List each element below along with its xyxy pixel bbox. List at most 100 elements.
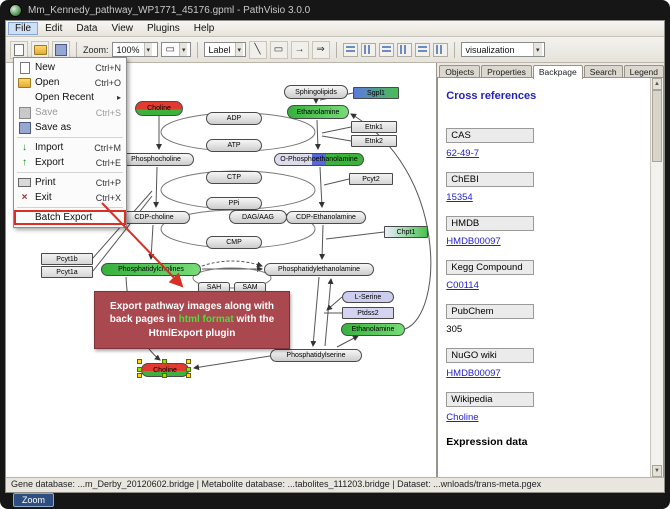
menu-edit[interactable]: Edit — [45, 23, 63, 34]
pathway-node[interactable]: PPi — [206, 197, 262, 210]
label-tool-select[interactable]: Label ▾ — [203, 42, 246, 57]
align-tool-button[interactable] — [396, 42, 412, 57]
datanode-select[interactable]: ▭ ▾ — [160, 42, 191, 57]
pathway-node[interactable]: L-Serine — [342, 291, 394, 303]
selection-handle[interactable] — [137, 373, 142, 378]
menu-view[interactable]: View — [111, 23, 133, 34]
scrollbar-thumb[interactable] — [652, 90, 662, 162]
scroll-down-icon[interactable]: ▼ — [652, 465, 662, 477]
connector-tool-button[interactable]: ⇒ — [311, 40, 330, 59]
menu-item-save[interactable]: Save Ctrl+S — [14, 105, 126, 120]
pathway-node[interactable]: Phosphatidylserine — [270, 349, 362, 362]
title-bar[interactable]: Mm_Kennedy_pathway_WP1771_45176.gpml - P… — [0, 0, 670, 20]
line-tool-button[interactable]: ╲ — [248, 40, 267, 59]
menu-item-print[interactable]: Print Ctrl+P — [14, 175, 126, 190]
new-file-icon — [18, 61, 31, 74]
selection-handle[interactable] — [162, 373, 167, 378]
pathway-node[interactable]: DAG/AAG — [229, 210, 287, 224]
selection-handle[interactable] — [137, 359, 142, 364]
pathway-node[interactable]: Ptdss2 — [342, 307, 394, 319]
align-tool-button[interactable] — [360, 42, 376, 57]
side-panel: Objects Properties Backpage Search Legen… — [437, 63, 664, 478]
menu-item-import[interactable]: ↓ Import Ctrl+M — [14, 140, 126, 155]
chevron-down-icon[interactable]: ▾ — [234, 43, 244, 56]
shape-tool-button[interactable]: ▭ — [269, 40, 288, 59]
pathway-node[interactable]: Phosphatidylethanolamine — [264, 263, 374, 276]
pathway-node[interactable]: ATP — [206, 139, 262, 152]
pathway-node[interactable]: Ethanolamine — [287, 105, 349, 119]
align-icon — [400, 45, 409, 54]
pathway-node[interactable]: Phosphatidylcholines — [101, 263, 201, 276]
scroll-up-icon[interactable]: ▲ — [652, 78, 662, 90]
pathway-node[interactable]: Ethanolamine — [341, 323, 405, 336]
app-icon — [9, 3, 22, 17]
xref-link[interactable]: Choline — [446, 412, 479, 423]
menu-item-open-recent[interactable]: Open Recent ▸ — [14, 90, 126, 105]
xref-link[interactable]: 15354 — [446, 192, 473, 203]
save-button[interactable] — [52, 40, 70, 59]
xref-link[interactable]: C00114 — [446, 280, 479, 291]
selection-handle[interactable] — [186, 359, 191, 364]
tab-search[interactable]: Search — [583, 65, 623, 78]
chevron-down-icon[interactable]: ▾ — [533, 43, 542, 56]
zoom-select[interactable]: 100% ▾ — [111, 42, 158, 57]
visualization-select[interactable]: visualization ▾ — [460, 42, 545, 57]
new-button[interactable] — [10, 40, 28, 59]
selection-handle[interactable] — [186, 367, 191, 372]
menu-item-exit[interactable]: × Exit Ctrl+X — [14, 190, 126, 205]
menu-help[interactable]: Help — [193, 23, 215, 34]
pathway-node[interactable]: Etnk1 — [351, 121, 397, 133]
chevron-down-icon[interactable]: ▾ — [178, 43, 188, 56]
menu-file[interactable]: File — [8, 22, 39, 35]
pathway-node[interactable]: CDP-Ethanolamine — [286, 211, 366, 224]
distribute-tool-button[interactable] — [414, 42, 430, 57]
menu-plugins[interactable]: Plugins — [146, 23, 180, 34]
distribute-icon — [436, 45, 445, 54]
xref-source-label: ChEBI — [446, 172, 535, 187]
pathway-node[interactable]: Etnk2 — [351, 135, 397, 147]
menu-item-export[interactable]: ↑ Export Ctrl+E — [14, 155, 126, 170]
pathway-node[interactable]: Phosphocholine — [118, 153, 194, 166]
align-tool-button[interactable] — [378, 42, 394, 57]
pathway-node[interactable]: ADP — [206, 112, 262, 125]
pathway-node[interactable]: Sgpl1 — [353, 87, 399, 99]
tab-properties[interactable]: Properties — [481, 65, 532, 78]
arrow-tool-button[interactable]: → — [290, 40, 309, 59]
pathway-node[interactable]: CTP — [206, 171, 262, 184]
pathway-node[interactable]: Pcyt2 — [349, 173, 393, 185]
xref-link[interactable]: HMDB00097 — [446, 368, 501, 379]
distribute-tool-button[interactable] — [432, 42, 448, 57]
xref-link[interactable]: 62-49-7 — [446, 148, 480, 159]
pathway-node[interactable]: Pcyt1a — [41, 266, 93, 278]
panel-scrollbar[interactable]: ▲ ▼ — [650, 78, 663, 477]
menu-item-new[interactable]: New Ctrl+N — [14, 60, 126, 75]
selection-handle[interactable] — [137, 367, 142, 372]
menu-bar: File Edit Data View Plugins Help — [6, 21, 664, 37]
pathway-node[interactable]: Pcyt1b — [41, 253, 93, 265]
blank-icon — [18, 92, 31, 104]
tab-backpage[interactable]: Backpage — [532, 65, 583, 79]
pathway-node[interactable]: CDP-choline — [118, 211, 190, 224]
pathway-node[interactable]: Choline — [135, 101, 183, 116]
menu-data[interactable]: Data — [76, 23, 98, 34]
pathway-node[interactable]: Chpt1 — [384, 226, 428, 238]
backpage-panel: Cross references CAS 62-49-7 ChEBI 15354… — [437, 77, 664, 478]
chevron-down-icon[interactable]: ▾ — [143, 43, 153, 56]
pathway-node[interactable]: Sphingolipids — [284, 85, 348, 99]
connector-tool-icon: ⇒ — [316, 43, 325, 55]
submenu-arrow-icon: ▸ — [116, 93, 121, 102]
pathway-node[interactable]: CMP — [206, 236, 262, 249]
tab-objects[interactable]: Objects — [439, 65, 481, 78]
menu-item-save-as[interactable]: Save as — [14, 120, 126, 135]
menu-item-open[interactable]: Open Ctrl+O — [14, 75, 126, 90]
pathway-node[interactable]: O-Phosphoethanolamine — [274, 153, 364, 166]
open-button[interactable] — [31, 40, 49, 59]
align-tool-button[interactable] — [342, 42, 358, 57]
selection-handle[interactable] — [186, 373, 191, 378]
tab-legend[interactable]: Legend — [623, 65, 664, 78]
xref-link[interactable]: HMDB00097 — [446, 236, 501, 247]
menu-item-batch-export[interactable]: Batch Export — [14, 210, 126, 225]
status-text: Gene database: ...m_Derby_20120602.bridg… — [11, 479, 542, 489]
selection-handle[interactable] — [162, 359, 167, 364]
shape-tool-icon: ▭ — [273, 43, 284, 55]
